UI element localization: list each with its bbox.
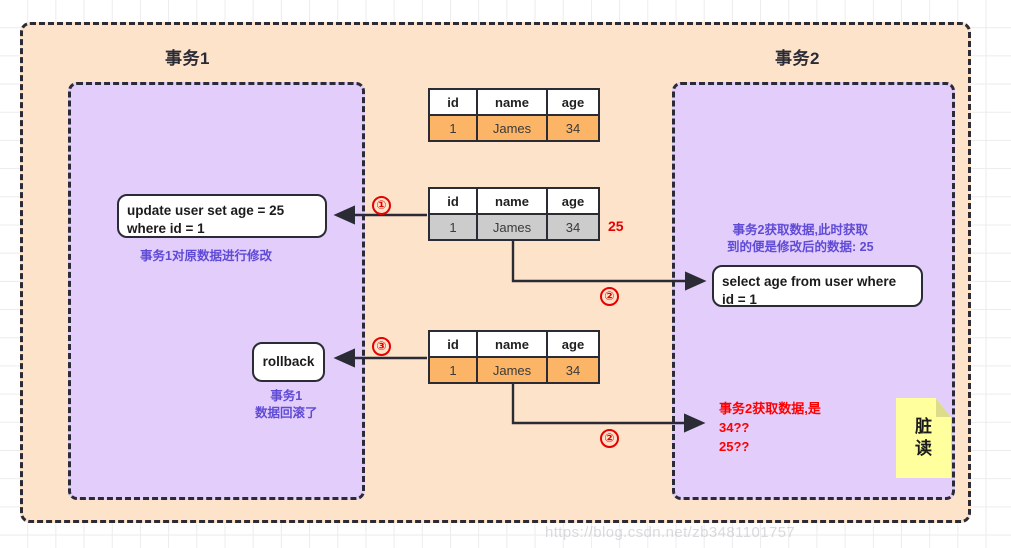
- watermark-text: https://blog.csdn.net/zb3481101757: [545, 524, 796, 541]
- transaction1-column: [68, 82, 365, 500]
- table-header-row: id name age: [428, 330, 600, 358]
- cell-name: James: [476, 356, 548, 384]
- transaction1-title: 事务1: [165, 49, 210, 68]
- column-header-id: id: [428, 88, 478, 116]
- step-marker-3: ③: [372, 337, 391, 356]
- update-statement-box: update user set age = 25 where id = 1: [117, 194, 327, 238]
- step-marker-2b: ②: [600, 429, 619, 448]
- table-row: 1 James 34: [428, 213, 600, 241]
- sticky-note-line2: 读: [915, 439, 932, 458]
- sticky-note-text: 脏 读: [896, 398, 951, 478]
- column-header-id: id: [428, 330, 478, 358]
- table-row: 1 James 34: [428, 114, 600, 142]
- select-statement-box: select age from user where id = 1: [712, 265, 923, 307]
- modified-value-label: 25: [608, 218, 624, 234]
- table-header-row: id name age: [428, 187, 600, 215]
- sticky-note-line1: 脏: [915, 417, 932, 436]
- cell-age: 34: [546, 213, 600, 241]
- column-header-name: name: [476, 330, 548, 358]
- cell-age: 34: [546, 114, 600, 142]
- cell-name: James: [476, 213, 548, 241]
- table-row: 1 James 34: [428, 356, 600, 384]
- cell-age: 34: [546, 356, 600, 384]
- table-header-row: id name age: [428, 88, 600, 116]
- dirty-read-caption: 事务2获取数据,是 34?? 25??: [719, 401, 821, 454]
- data-table-modified: id name age 1 James 34: [428, 187, 600, 241]
- cell-id: 1: [428, 213, 478, 241]
- cell-id: 1: [428, 114, 478, 142]
- rollback-statement-box: rollback: [252, 342, 325, 382]
- column-header-age: age: [546, 330, 600, 358]
- data-table-initial: id name age 1 James 34: [428, 88, 600, 142]
- transaction2-title: 事务2: [775, 49, 820, 68]
- step-marker-2a: ②: [600, 287, 619, 306]
- column-header-id: id: [428, 187, 478, 215]
- cell-id: 1: [428, 356, 478, 384]
- cell-name: James: [476, 114, 548, 142]
- rollback-caption: 事务1 数据回滚了: [255, 389, 318, 420]
- update-caption: 事务1对原数据进行修改: [140, 249, 272, 263]
- sticky-note-icon: 脏 读: [896, 398, 951, 478]
- data-table-rolledback: id name age 1 James 34: [428, 330, 600, 384]
- column-header-age: age: [546, 88, 600, 116]
- select-caption: 事务2获取数据,此时获取 到的便是修改后的数据: 25: [727, 223, 874, 254]
- column-header-name: name: [476, 187, 548, 215]
- column-header-age: age: [546, 187, 600, 215]
- column-header-name: name: [476, 88, 548, 116]
- step-marker-1: ①: [372, 196, 391, 215]
